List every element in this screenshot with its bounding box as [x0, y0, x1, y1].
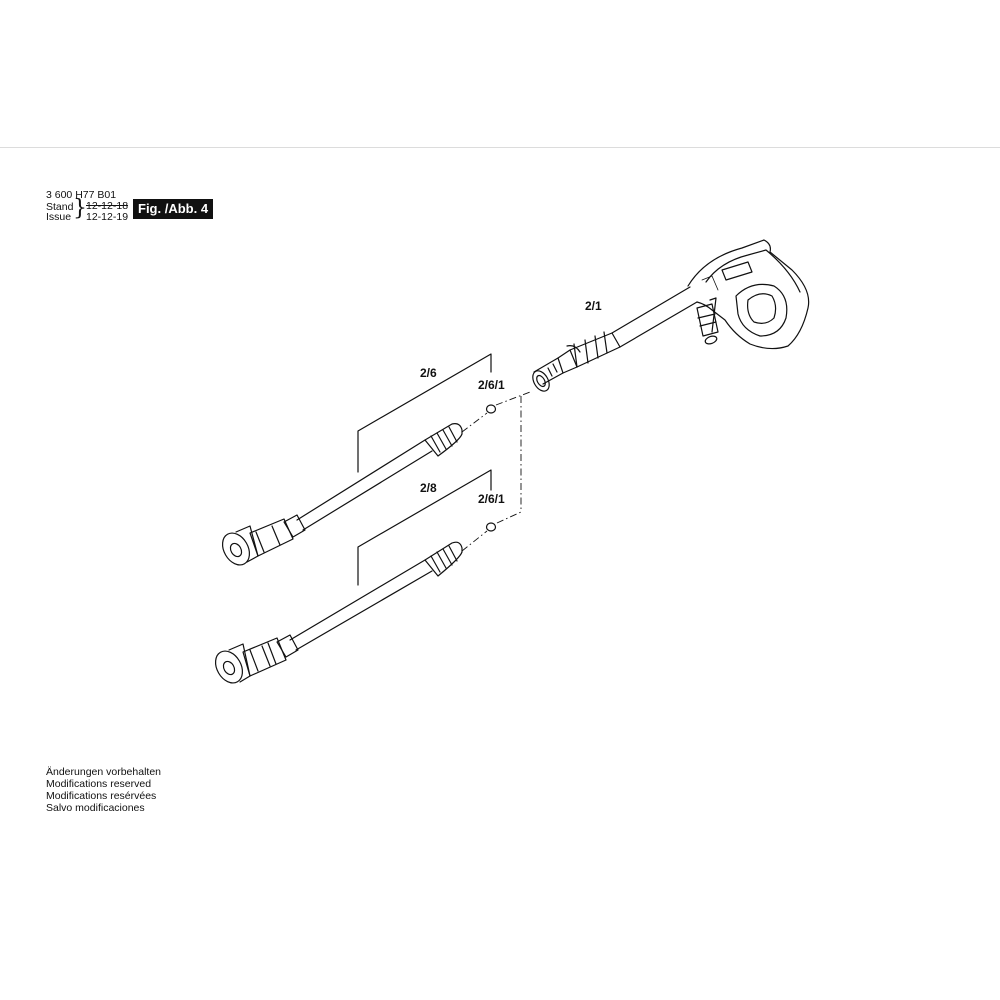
callout-2-6-1-upper: 2/6/1	[478, 378, 505, 392]
o-ring-2-6-1-upper	[485, 404, 497, 414]
modification-notes: Änderungen vorbehalten Modifications res…	[46, 766, 161, 814]
callout-2-8: 2/8	[420, 481, 437, 495]
stand-label: Stand	[46, 201, 74, 213]
note-german: Änderungen vorbehalten	[46, 766, 162, 778]
header-divider	[0, 147, 1000, 148]
issue-label: Issue	[46, 211, 72, 223]
stand-date-struck: 12-12-18	[86, 200, 129, 212]
callout-2-1: 2/1	[585, 299, 602, 313]
lance-2-6-part	[221, 423, 463, 566]
figure-label: Fig. /Abb. 4	[133, 199, 214, 219]
note-french: Modifications resérvées	[46, 790, 157, 802]
bracket-2-8	[357, 469, 492, 586]
note-english: Modifications reserved	[46, 778, 152, 790]
lance-2-8-part	[214, 541, 463, 684]
alignment-lines	[461, 391, 531, 552]
note-spanish: Salvo modificaciones	[46, 802, 145, 814]
bracket-2-6	[357, 353, 492, 473]
callout-2-6: 2/6	[420, 366, 437, 380]
callout-2-6-1-lower: 2/6/1	[478, 492, 505, 506]
date-brace: }	[73, 196, 87, 221]
spray-gun-part	[532, 239, 810, 392]
o-ring-2-6-1-lower	[485, 522, 497, 532]
document-number: 3 600 H77 B01	[46, 189, 117, 201]
issue-date: 12-12-19	[86, 211, 129, 223]
